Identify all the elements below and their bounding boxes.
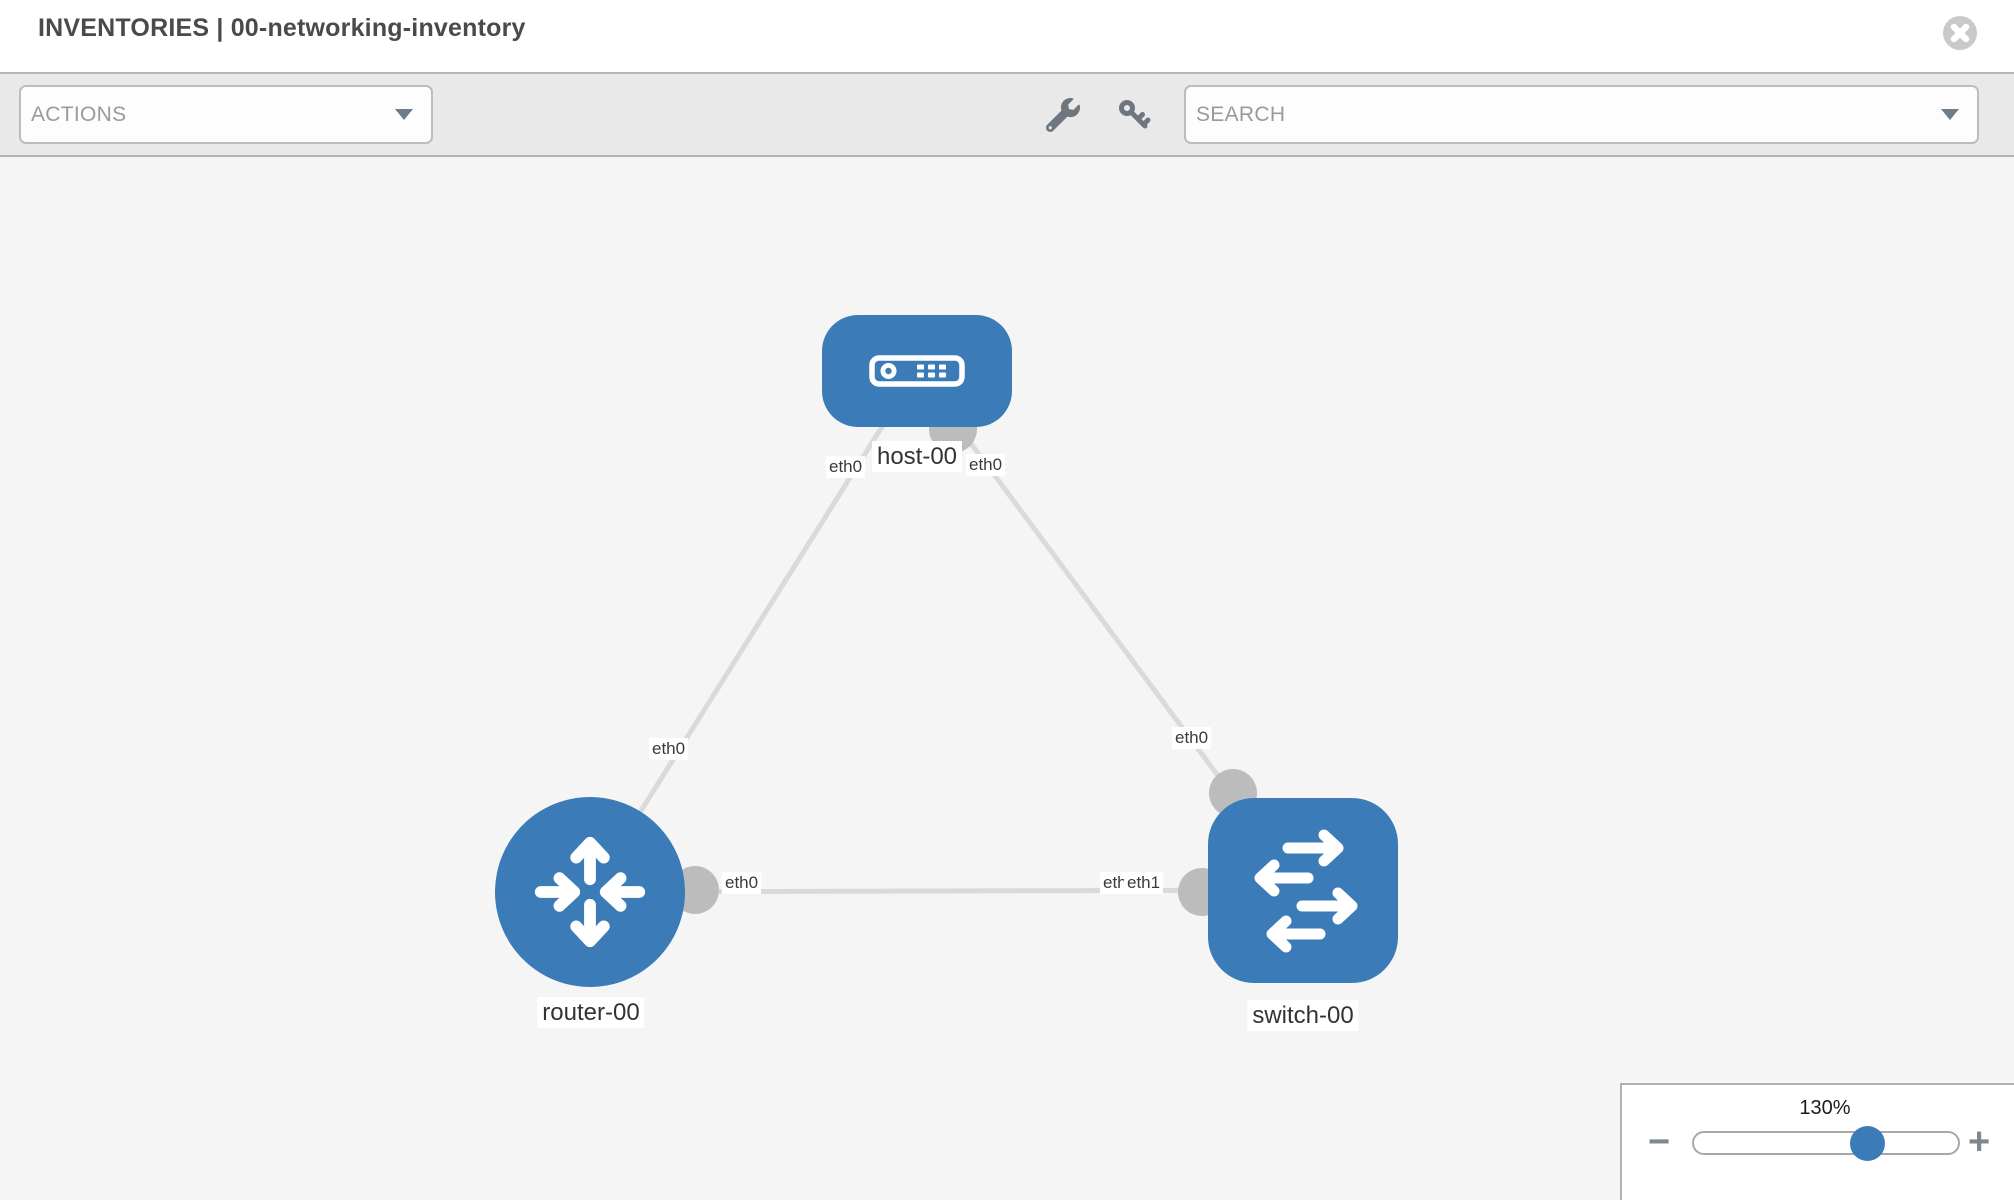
zoom-level: 130% [1799, 1097, 1851, 1119]
interface-label: eth1 [1124, 872, 1164, 894]
page-title: INVENTORIES | 00-networking-inventory [38, 14, 526, 42]
zoom-in-button[interactable]: + [1968, 1121, 1991, 1163]
node-label-switch: switch-00 [1247, 1000, 1359, 1031]
credentials-button[interactable] [1116, 97, 1152, 133]
chevron-down-icon [1941, 109, 1959, 120]
node-switch-00[interactable] [1208, 798, 1398, 983]
configure-button[interactable] [1045, 97, 1080, 132]
close-icon[interactable] [1943, 16, 1977, 50]
router-icon [534, 836, 646, 948]
zoom-out-button[interactable]: − [1648, 1121, 1671, 1163]
wrench-icon [1045, 97, 1080, 132]
node-label-host: host-00 [871, 441, 963, 472]
chevron-down-icon [395, 109, 413, 120]
interface-label: eth0 [966, 454, 1006, 476]
switch-icon [1254, 829, 1358, 953]
interface-label: eth0 [649, 738, 689, 760]
zoom-slider-handle[interactable] [1850, 1126, 1885, 1161]
actions-dropdown[interactable]: ACTIONS [19, 85, 433, 144]
search-placeholder: SEARCH [1196, 102, 1286, 126]
node-label-router: router-00 [537, 997, 645, 1028]
actions-dropdown-label: ACTIONS [31, 102, 127, 126]
interface-label: eth0 [826, 456, 866, 478]
topology-canvas[interactable]: host-00 router-00 switch-00 eth0 eth0 et… [0, 157, 2014, 1200]
server-icon [869, 355, 965, 387]
zoom-slider-track[interactable] [1692, 1126, 1960, 1161]
header: INVENTORIES | 00-networking-inventory [0, 0, 2014, 72]
interface-label: eth0 [722, 872, 762, 894]
links-layer [587, 369, 1306, 916]
node-router-00[interactable] [495, 797, 685, 987]
interface-label: eth0 [1172, 727, 1212, 749]
node-host-00[interactable] [822, 315, 1012, 427]
search-dropdown[interactable]: SEARCH [1184, 85, 1979, 144]
x-circle-icon [1943, 16, 1977, 50]
key-icon [1119, 99, 1151, 128]
toolbar: ACTIONS SEARCH [0, 72, 2014, 157]
zoom-panel: 130% − + [1620, 1083, 2014, 1200]
